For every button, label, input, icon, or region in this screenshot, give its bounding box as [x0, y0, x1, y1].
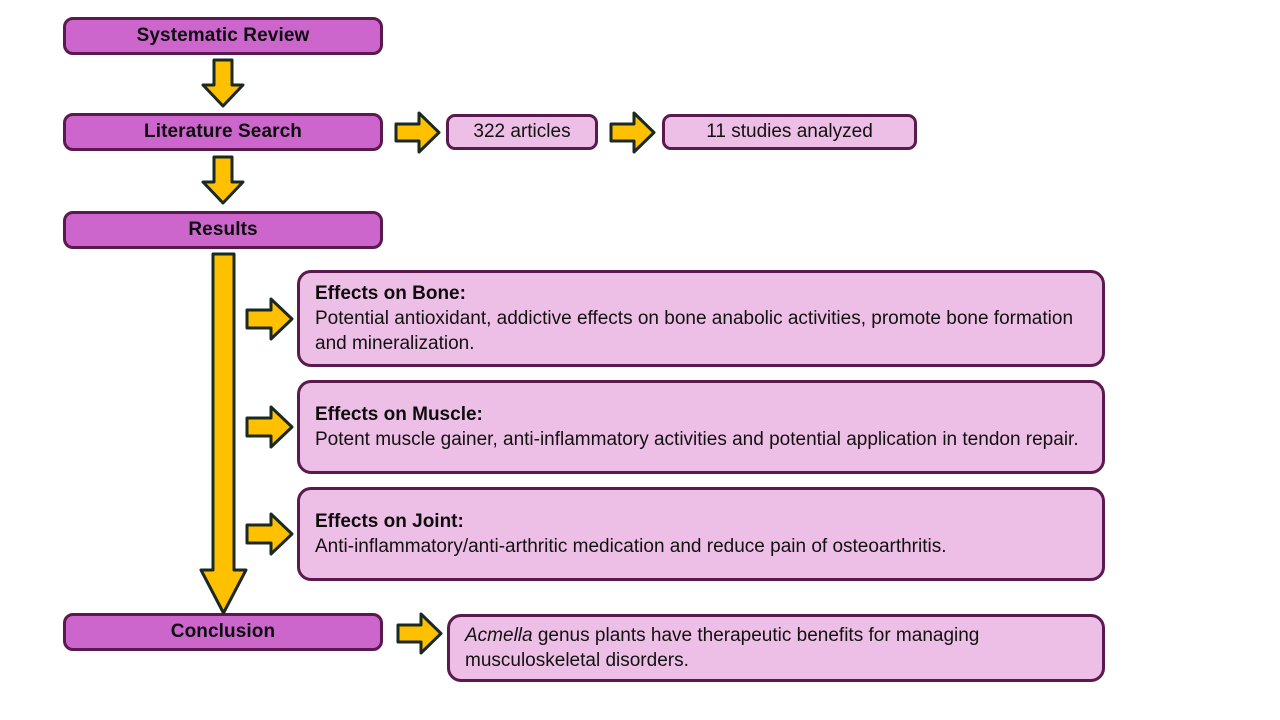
stage-box-literature-search[interactable]: Literature Search [63, 113, 383, 151]
effect-body-joint: Anti-inflammatory/anti-arthritic medicat… [315, 535, 947, 557]
pill-label-studies-analyzed: 11 studies analyzed [706, 121, 873, 142]
pill-box-articles-count[interactable]: 322 articles [446, 114, 598, 150]
stage-box-conclusion[interactable]: Conclusion [63, 613, 383, 651]
effect-body-muscle: Potent muscle gainer, anti-inflammatory … [315, 428, 1079, 450]
effect-heading-muscle: Effects on Muscle: [315, 403, 483, 425]
pill-label-articles-count: 322 articles [473, 121, 571, 142]
right-arrow-results-to-bone [245, 296, 295, 342]
right-arrow-results-to-muscle [245, 404, 295, 450]
right-arrow-articles-to-studies [609, 110, 657, 155]
right-arrow-search-to-articles [394, 110, 442, 155]
conclusion-statement-text: Acmella genus plants have therapeutic be… [465, 623, 1089, 674]
stage-label-literature-search: Literature Search [144, 120, 302, 142]
right-arrow-results-to-joint [245, 511, 295, 557]
pill-box-studies-analyzed[interactable]: 11 studies analyzed [662, 114, 917, 150]
down-arrow-search-to-results [200, 155, 246, 205]
stage-label-results: Results [188, 218, 258, 240]
stage-label-systematic-review: Systematic Review [136, 24, 310, 46]
stage-box-results[interactable]: Results [63, 211, 383, 249]
stage-box-systematic-review[interactable]: Systematic Review [63, 17, 383, 55]
long-down-arrow-results-to-conclusion [198, 252, 250, 616]
right-arrow-conclusion-to-statement [396, 611, 444, 656]
conclusion-statement-genus: Acmella [465, 624, 533, 646]
effect-panel-bone[interactable]: Effects on Bone: Potential antioxidant, … [297, 270, 1105, 367]
effect-panel-muscle[interactable]: Effects on Muscle: Potent muscle gainer,… [297, 380, 1105, 474]
down-arrow-review-to-search [200, 58, 246, 108]
stage-label-conclusion: Conclusion [170, 620, 276, 642]
effect-heading-joint: Effects on Joint: [315, 510, 464, 532]
conclusion-statement-panel[interactable]: Acmella genus plants have therapeutic be… [447, 614, 1105, 682]
effect-body-bone: Potential antioxidant, addictive effects… [315, 307, 1074, 355]
conclusion-statement-rest: genus plants have therapeutic benefits f… [465, 624, 980, 671]
effect-heading-bone: Effects on Bone: [315, 282, 466, 304]
effect-panel-joint[interactable]: Effects on Joint: Anti-inflammatory/anti… [297, 487, 1105, 581]
